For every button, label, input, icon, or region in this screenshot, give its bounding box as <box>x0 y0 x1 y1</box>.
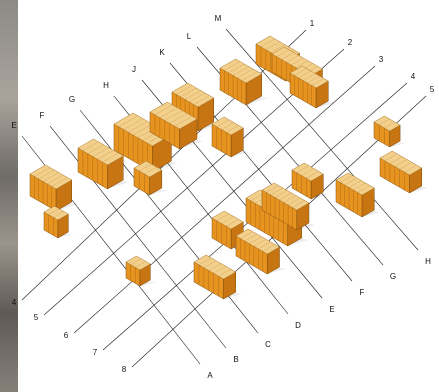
block-f6 <box>133 160 168 196</box>
column-label-top-J: J <box>132 65 136 74</box>
background-photo-strip <box>0 0 18 392</box>
column-label-bottom-G: G <box>390 272 396 281</box>
block-b6 <box>335 172 381 218</box>
block-e8 <box>43 205 75 239</box>
column-label-bottom-E: E <box>329 305 334 314</box>
column-label-top-L: L <box>187 32 192 41</box>
modular-blocks <box>29 35 428 300</box>
row-label-right-2: 2 <box>348 38 353 47</box>
block-f7 <box>235 228 286 275</box>
block-f8 <box>125 255 157 287</box>
row-label-right-1: 1 <box>310 19 315 28</box>
column-label-top-G: G <box>69 95 75 104</box>
row-label-right-5: 5 <box>430 85 435 94</box>
column-label-bottom-D: D <box>295 321 301 330</box>
block-l2 <box>289 65 335 109</box>
row-label-left-4: 4 <box>12 298 17 307</box>
block-c5 <box>291 162 330 200</box>
row-label-left-5: 5 <box>34 313 39 322</box>
column-label-top-E: E <box>11 121 16 130</box>
column-line-7 <box>225 28 419 251</box>
block-h3 <box>211 116 250 158</box>
row-label-right-3: 3 <box>379 55 384 64</box>
block-e6 <box>29 164 78 212</box>
block-d5 <box>261 182 315 231</box>
block-d8 <box>193 254 242 300</box>
column-label-bottom-F: F <box>360 288 365 297</box>
column-label-top-K: K <box>159 48 165 57</box>
row-label-left-7: 7 <box>93 348 98 357</box>
row-label-left-8: 8 <box>122 365 127 374</box>
column-label-top-M: M <box>215 14 222 23</box>
column-label-bottom-B: B <box>233 355 238 364</box>
row-line-2 <box>73 65 376 334</box>
column-label-top-H: H <box>103 81 109 90</box>
column-label-bottom-C: C <box>265 340 271 349</box>
block-l3 <box>219 58 268 106</box>
column-label-bottom-H: H <box>425 257 431 266</box>
column-label-bottom-A: A <box>207 371 213 380</box>
block-a5 <box>379 150 428 194</box>
row-label-left-6: 6 <box>64 331 69 340</box>
column-label-top-F: F <box>40 111 45 120</box>
row-label-right-4: 4 <box>411 72 416 81</box>
grid-labels: E F G H J K L M A B C D E F G H 4 5 6 7 8 1 2 3 4 5 <box>11 14 434 380</box>
block-j4 <box>149 101 203 150</box>
block-g5 <box>77 138 130 190</box>
block-a4 <box>373 115 407 148</box>
